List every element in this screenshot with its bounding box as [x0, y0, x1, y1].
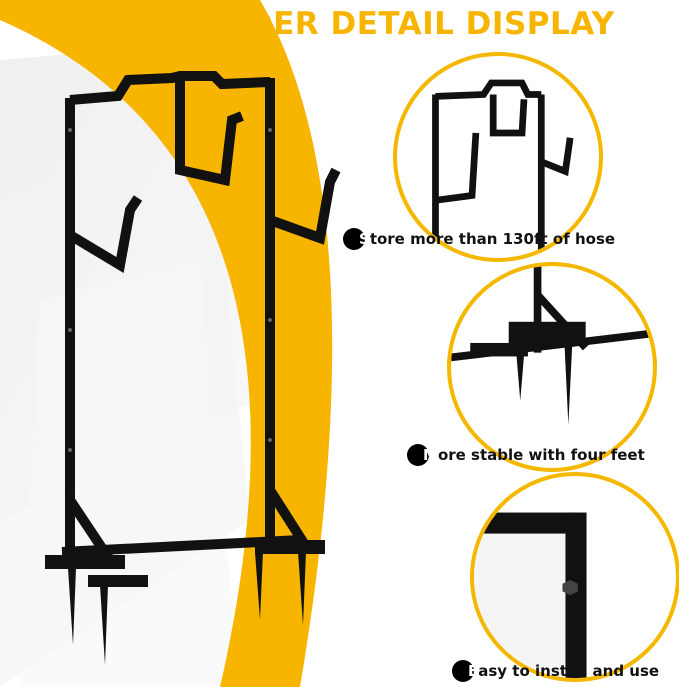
feature-caption-1: Store more than 130ft of hose — [343, 228, 615, 250]
bullet-dot-icon — [407, 444, 429, 466]
detail-circle-feet — [447, 262, 657, 472]
page-title: HOSE HOLDER DETAIL DISPLAY — [64, 6, 615, 42]
corner-detail-graphic — [474, 512, 587, 678]
hooks-detail-graphic — [432, 79, 574, 258]
feature-caption-3: Easy to install and use — [452, 660, 659, 682]
detail-circle-corner — [470, 472, 679, 682]
detail-circle-hooks — [393, 52, 603, 262]
yellow-arc — [0, 0, 333, 687]
feature-caption-2: More stable with four feet — [407, 444, 645, 466]
feet-detail-graphic — [451, 266, 653, 425]
bullet-dot-icon — [343, 228, 365, 250]
bullet-dot-icon — [452, 660, 474, 682]
